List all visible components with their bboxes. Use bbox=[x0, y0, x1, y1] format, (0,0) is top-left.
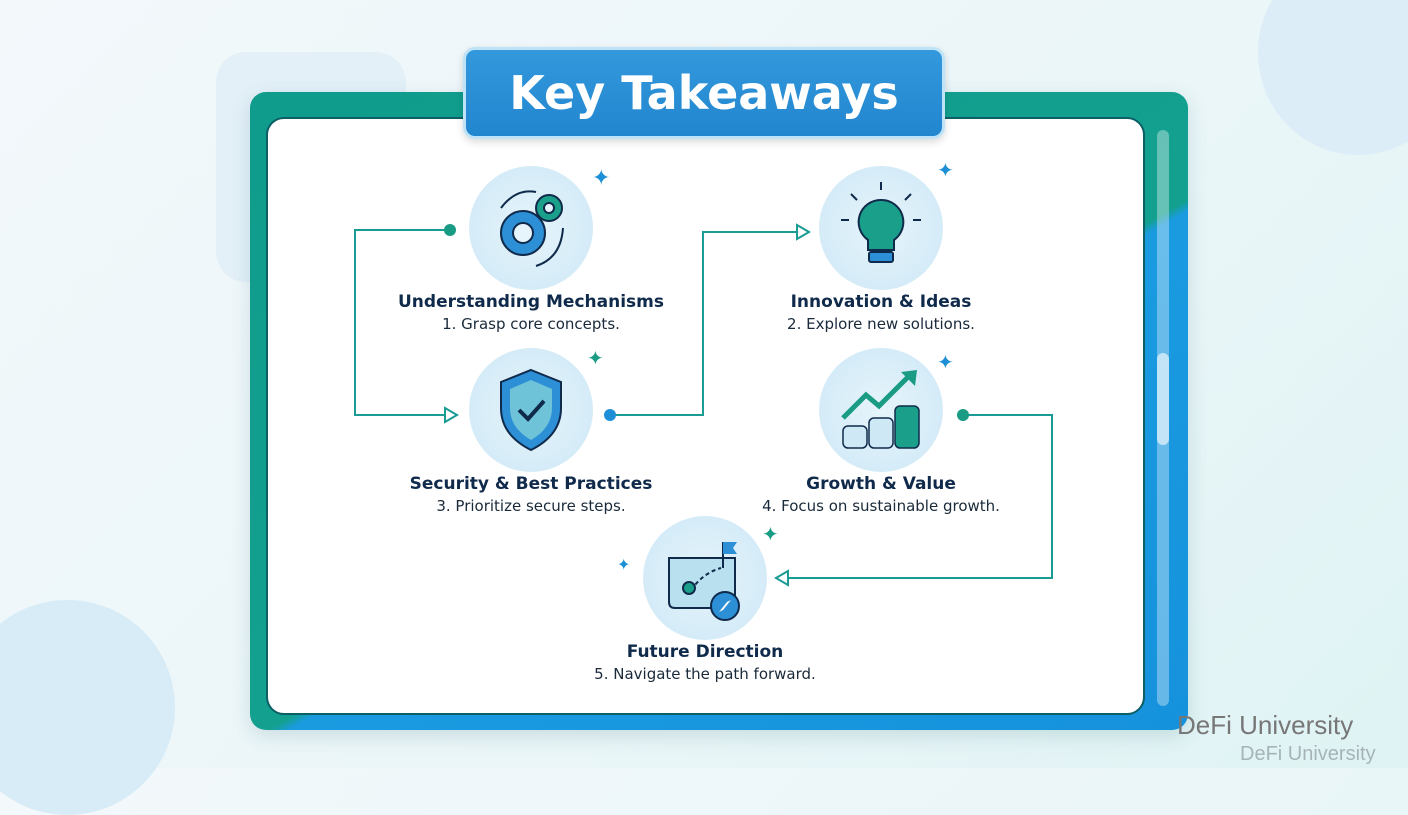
sparkle-icon: ✦ bbox=[592, 166, 611, 191]
takeaway-title: Growth & Value bbox=[806, 474, 956, 494]
takeaway-subtitle: 2. Explore new solutions. bbox=[787, 315, 975, 333]
takeaway-title: Understanding Mechanisms bbox=[398, 292, 664, 312]
flow-connectors bbox=[354, 223, 1053, 587]
lightbulb-icon bbox=[819, 166, 943, 290]
growth-chart-coins-icon bbox=[819, 348, 943, 472]
sparkle-icon: ✦ bbox=[617, 555, 631, 574]
takeaway-3: Security & Best Practices 3. Prioritize … bbox=[371, 473, 691, 517]
takeaway-5: Future Direction 5. Navigate the path fo… bbox=[545, 641, 865, 685]
connector-dot bbox=[604, 409, 616, 421]
takeaway-subtitle: 5. Navigate the path forward. bbox=[594, 665, 816, 683]
sparkle-icon: ✦ bbox=[762, 522, 779, 546]
connector-4-5 bbox=[784, 414, 1053, 579]
connector-dot bbox=[957, 409, 969, 421]
sparkle-icon: ✦ bbox=[587, 346, 604, 370]
connector-3-2 bbox=[610, 231, 800, 416]
takeaway-title: Future Direction bbox=[626, 642, 784, 662]
scrollbar-thumb[interactable] bbox=[1157, 353, 1169, 445]
connector-1-3 bbox=[354, 229, 450, 416]
gears-icon bbox=[469, 166, 593, 290]
sparkle-icon: ✦ bbox=[937, 158, 954, 182]
shield-check-icon bbox=[469, 348, 593, 472]
connector-dot bbox=[444, 224, 456, 236]
watermark-shadow: DeFi University bbox=[1240, 743, 1376, 765]
takeaway-2: Innovation & Ideas 2. Explore new soluti… bbox=[721, 291, 1041, 335]
takeaway-subtitle: 4. Focus on sustainable growth. bbox=[762, 497, 1000, 515]
takeaway-title: Innovation & Ideas bbox=[790, 292, 972, 312]
takeaway-4: Growth & Value 4. Focus on sustainable g… bbox=[721, 473, 1041, 517]
watermark: DeFi University bbox=[1177, 710, 1354, 740]
takeaway-1: Understanding Mechanisms 1. Grasp core c… bbox=[371, 291, 691, 335]
sparkle-icon: ✦ bbox=[937, 350, 954, 374]
takeaway-subtitle: 1. Grasp core concepts. bbox=[442, 315, 620, 333]
arrow-head bbox=[796, 223, 811, 241]
page-title: Key Takeaways bbox=[463, 47, 945, 139]
takeaway-subtitle: 3. Prioritize secure steps. bbox=[436, 497, 626, 515]
map-compass-icon bbox=[643, 516, 767, 640]
arrow-head bbox=[774, 569, 789, 587]
takeaway-title: Security & Best Practices bbox=[409, 474, 653, 494]
arrow-head bbox=[444, 406, 459, 424]
